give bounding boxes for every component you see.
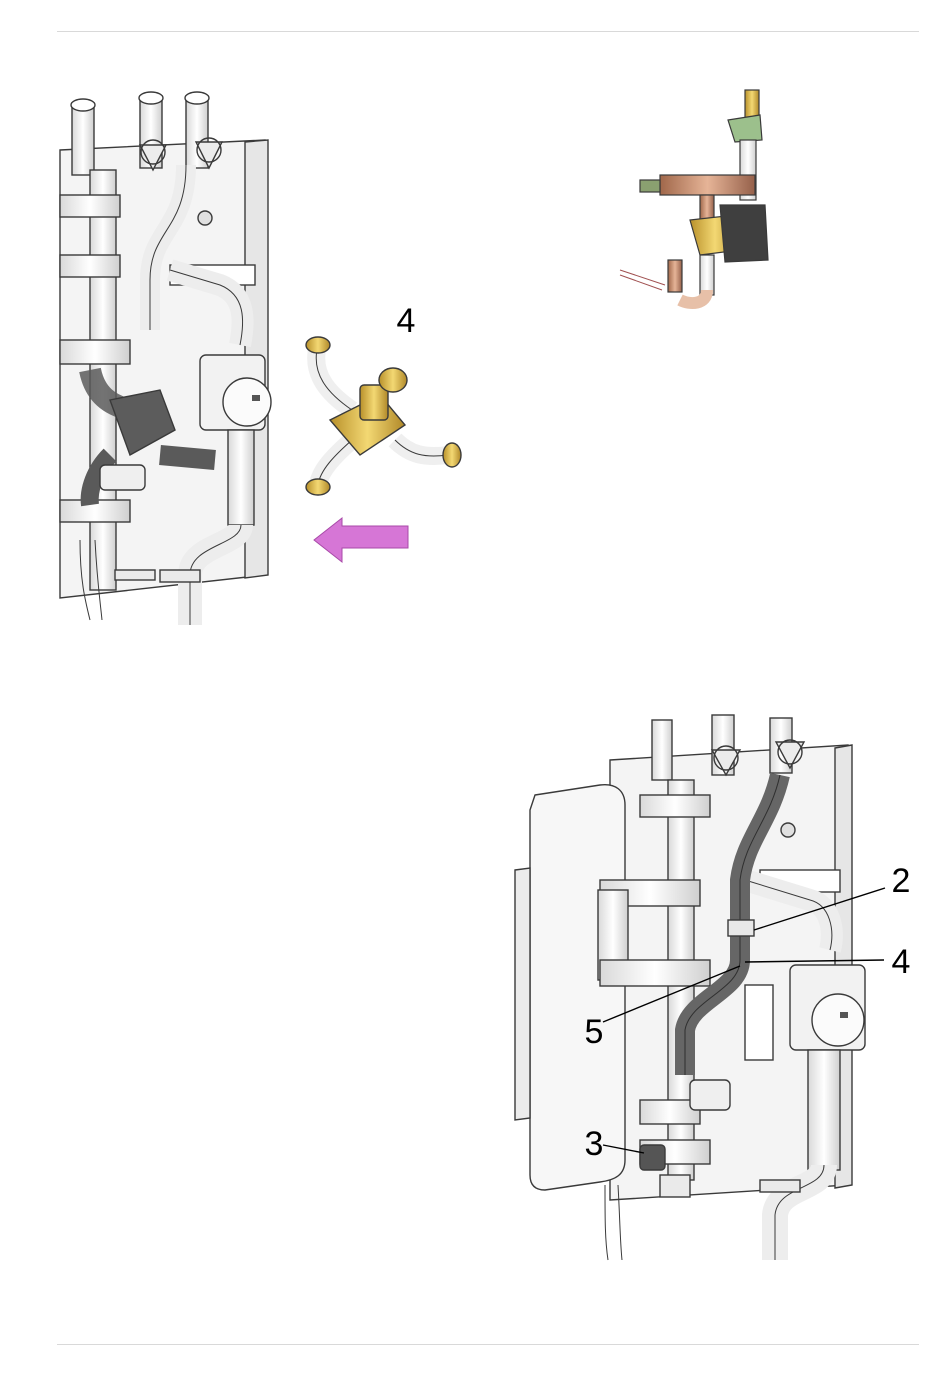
part-number-label: 4 [397,302,416,340]
callout-4: 4 [892,943,911,981]
callout-2: 2 [892,862,911,900]
mixing-valve-part [306,337,461,495]
hydraulic-unit-figure-right [515,715,865,1260]
hydraulic-unit-figure-left [60,92,271,625]
callout-5: 5 [585,1013,604,1051]
callout-3: 3 [585,1125,604,1163]
insert-direction-arrow [314,518,408,562]
pump-group-thumbnail [620,90,768,303]
